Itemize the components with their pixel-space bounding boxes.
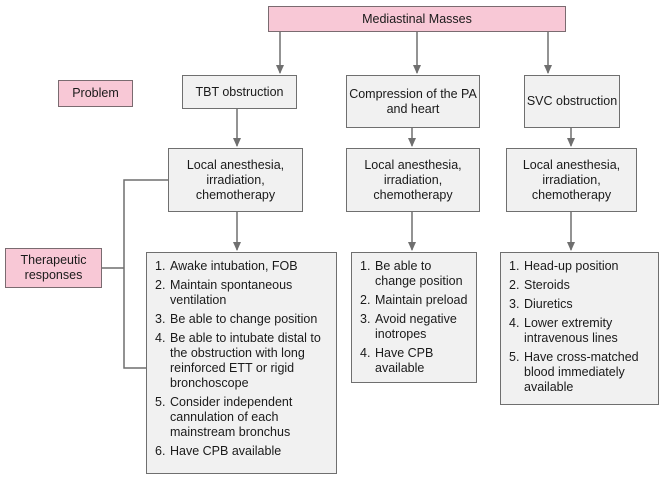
problem-box-svc: SVC obstruction <box>524 75 620 128</box>
list-item: 2.Steroids <box>509 278 570 292</box>
treatment-box-tbt: Local anesthesia, irradiation, chemother… <box>168 148 303 212</box>
problem-box-pa-heart: Compression of the PA and heart <box>346 75 480 128</box>
list-item: 1.Awake intubation, FOB <box>155 259 298 273</box>
list-item: 4.Have CPB available <box>360 346 434 375</box>
list-item: 2.Maintain spontaneous ventilation <box>155 278 293 307</box>
list-item: 4.Be able to intubate distal to the obst… <box>155 331 321 390</box>
list-item: 5.Have cross-matched blood immediately a… <box>509 350 639 394</box>
responses-box-pa-heart: 1.Be able to change position 2.Maintain … <box>351 252 477 383</box>
responses-list: 1.Head-up position 2.Steroids 3.Diuretic… <box>509 259 652 395</box>
treatment-text: Local anesthesia, irradiation, chemother… <box>522 157 621 202</box>
problem-label: Problem <box>72 86 119 100</box>
list-item: 5.Consider independent cannulation of ea… <box>155 395 293 439</box>
list-item: 3.Avoid negative inotropes <box>360 312 457 341</box>
problem-box-tbt: TBT obstruction <box>182 75 297 109</box>
responses-box-tbt: 1.Awake intubation, FOB 2.Maintain spont… <box>146 252 337 474</box>
responses-box-svc: 1.Head-up position 2.Steroids 3.Diuretic… <box>500 252 659 405</box>
treatment-text: Local anesthesia, irradiation, chemother… <box>364 157 462 202</box>
treatment-box-svc: Local anesthesia, irradiation, chemother… <box>506 148 637 212</box>
list-item: 6.Have CPB available <box>155 444 282 458</box>
therapeutic-bracket <box>123 179 168 369</box>
list-item: 3.Diuretics <box>509 297 573 311</box>
problem-text: SVC obstruction <box>526 94 618 108</box>
list-item: 1.Be able to change position <box>360 259 463 288</box>
problem-text: Compression of the PA and heart <box>349 86 477 116</box>
problem-label-box: Problem <box>58 80 133 107</box>
list-item: 2.Maintain preload <box>360 293 468 307</box>
list-item: 3.Be able to change position <box>155 312 318 326</box>
treatment-box-pa-heart: Local anesthesia, irradiation, chemother… <box>346 148 480 212</box>
mediastinal-masses-box: Mediastinal Masses <box>268 6 566 32</box>
list-item: 1.Head-up position <box>509 259 619 273</box>
responses-list: 1.Awake intubation, FOB 2.Maintain spont… <box>155 259 330 459</box>
mediastinal-masses-title: Mediastinal Masses <box>362 11 472 26</box>
therapeutic-responses-label: Therapeutic responses <box>20 253 87 282</box>
list-item: 4.Lower extremity intravenous lines <box>509 316 618 345</box>
treatment-text: Local anesthesia, irradiation, chemother… <box>186 157 285 202</box>
problem-text: TBT obstruction <box>195 84 284 99</box>
therapeutic-responses-label-box: Therapeutic responses <box>5 248 102 288</box>
responses-list: 1.Be able to change position 2.Maintain … <box>360 259 470 376</box>
